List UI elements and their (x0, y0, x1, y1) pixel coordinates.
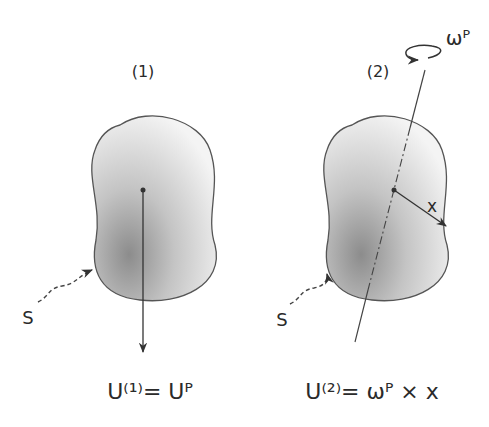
case-number: (1) (132, 63, 155, 81)
rotation-axis (410, 70, 425, 128)
case-number: (2) (367, 63, 390, 81)
rotation-axis (355, 290, 368, 342)
vector-label: x (427, 197, 437, 216)
surface-pointer (290, 274, 327, 304)
surface-label: S (22, 308, 33, 328)
equation: U⁽¹⁾= Uᴾ (107, 380, 193, 404)
body-outline (324, 116, 449, 301)
surface-label: S (276, 310, 287, 330)
equation: U⁽²⁾= ωᴾ × x (305, 380, 438, 404)
body-outline (92, 116, 217, 301)
surface-pointer (38, 270, 92, 302)
rotation-axis (368, 128, 410, 290)
angular-velocity-label: ωᴾ (446, 27, 470, 49)
velocity-arrow (142, 190, 143, 352)
rotation-symbol (406, 45, 441, 60)
position-vector (394, 190, 446, 226)
